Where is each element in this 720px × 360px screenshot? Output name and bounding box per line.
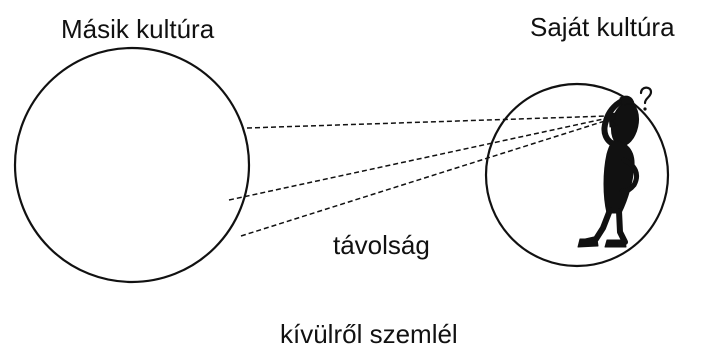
observer-right-leg bbox=[608, 208, 628, 247]
other-culture-label: Másik kultúra bbox=[61, 14, 215, 44]
distance-label: távolság bbox=[333, 230, 430, 260]
observer-face bbox=[608, 112, 618, 128]
observer-left-leg bbox=[580, 207, 613, 245]
observer-icon bbox=[577, 95, 640, 248]
sight-line-2 bbox=[228, 117, 609, 201]
observer-left-foot bbox=[577, 238, 599, 248]
own-culture-label: Saját kultúra bbox=[530, 12, 675, 42]
other-culture-circle bbox=[13, 46, 251, 284]
observer-hand bbox=[619, 95, 635, 107]
sight-line-3 bbox=[240, 119, 609, 237]
observer-body bbox=[603, 139, 635, 214]
question-mark-icon bbox=[639, 86, 653, 111]
observer-right-foot bbox=[604, 239, 627, 248]
observer-raised-arm bbox=[601, 98, 625, 148]
observation-caption: kívülről szemlél bbox=[280, 319, 458, 349]
sight-lines bbox=[228, 115, 609, 237]
observer-hip-arm bbox=[619, 157, 640, 194]
own-culture-circle bbox=[484, 82, 670, 268]
sight-line-1 bbox=[246, 115, 609, 129]
